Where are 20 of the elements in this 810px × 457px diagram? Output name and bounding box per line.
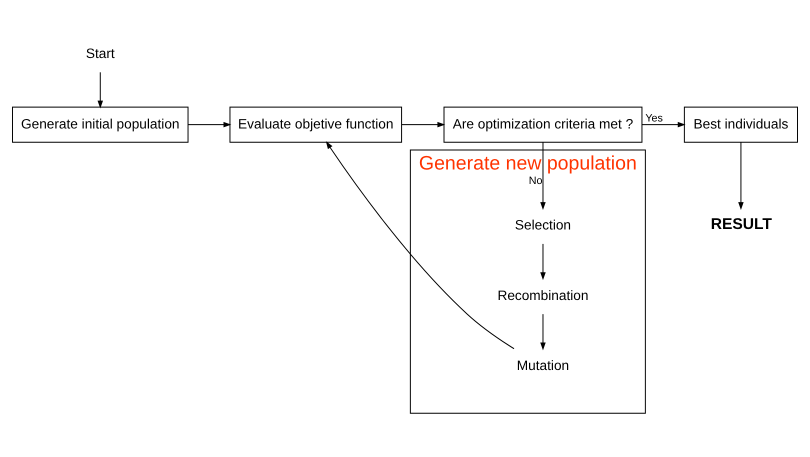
arrow [540, 313, 546, 350]
arrow [188, 121, 232, 127]
arrow [738, 142, 744, 210]
edge-label: No [528, 174, 543, 186]
node-box: Generate initial population [12, 106, 189, 142]
node-text: Start [86, 46, 115, 61]
node-text: Recombination [497, 287, 588, 302]
arrow [641, 121, 686, 127]
node-text: RESULT [710, 215, 772, 232]
node-box: Best individuals [684, 106, 798, 142]
arrow [540, 142, 546, 210]
node-text: Selection [514, 217, 572, 232]
node-text: Mutation [516, 358, 570, 373]
node-box: Are optimization criteria met ? [444, 106, 642, 142]
arrow [540, 242, 546, 280]
arrow [98, 71, 103, 108]
arrow [401, 121, 446, 127]
edge-label: Yes [645, 112, 663, 124]
arrow [326, 140, 515, 349]
node-box: Evaluate objetive function [229, 106, 402, 142]
